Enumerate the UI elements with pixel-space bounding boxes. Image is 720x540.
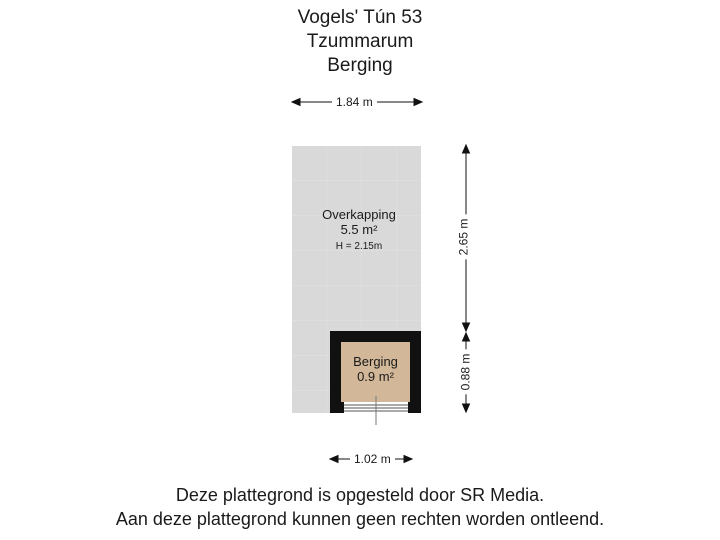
footer-disclaimer-line-1: Deze plattegrond is opgesteld door SR Me…	[175, 485, 545, 505]
berging-area	[341, 342, 410, 402]
berging-label: Berging 0.9 m²	[341, 354, 410, 384]
top-width-label: 1.84 m	[332, 95, 377, 109]
right-height-upper-label: 2.65 m	[456, 214, 471, 260]
berging-area-text: 0.9 m²	[357, 369, 394, 384]
berging-name: Berging	[353, 354, 398, 369]
city-title: Tzummarum	[306, 31, 414, 52]
bottom-width-label: 1.02 m	[350, 452, 395, 466]
footer-disclaimer-line-2: Aan deze plattegrond kunnen geen rechten…	[115, 509, 605, 529]
overkapping-name: Overkapping	[322, 207, 396, 222]
overkapping-height-text: H = 2.15m	[335, 241, 383, 252]
right-height-lower-label: 0.88 m	[458, 349, 473, 395]
overkapping-label: Overkapping 5.5 m² H = 2.15m	[309, 207, 409, 254]
address-title: Vogels' Tún 53	[297, 7, 423, 28]
floor-title: Berging	[327, 55, 393, 76]
overkapping-area-text: 5.5 m²	[340, 222, 378, 237]
